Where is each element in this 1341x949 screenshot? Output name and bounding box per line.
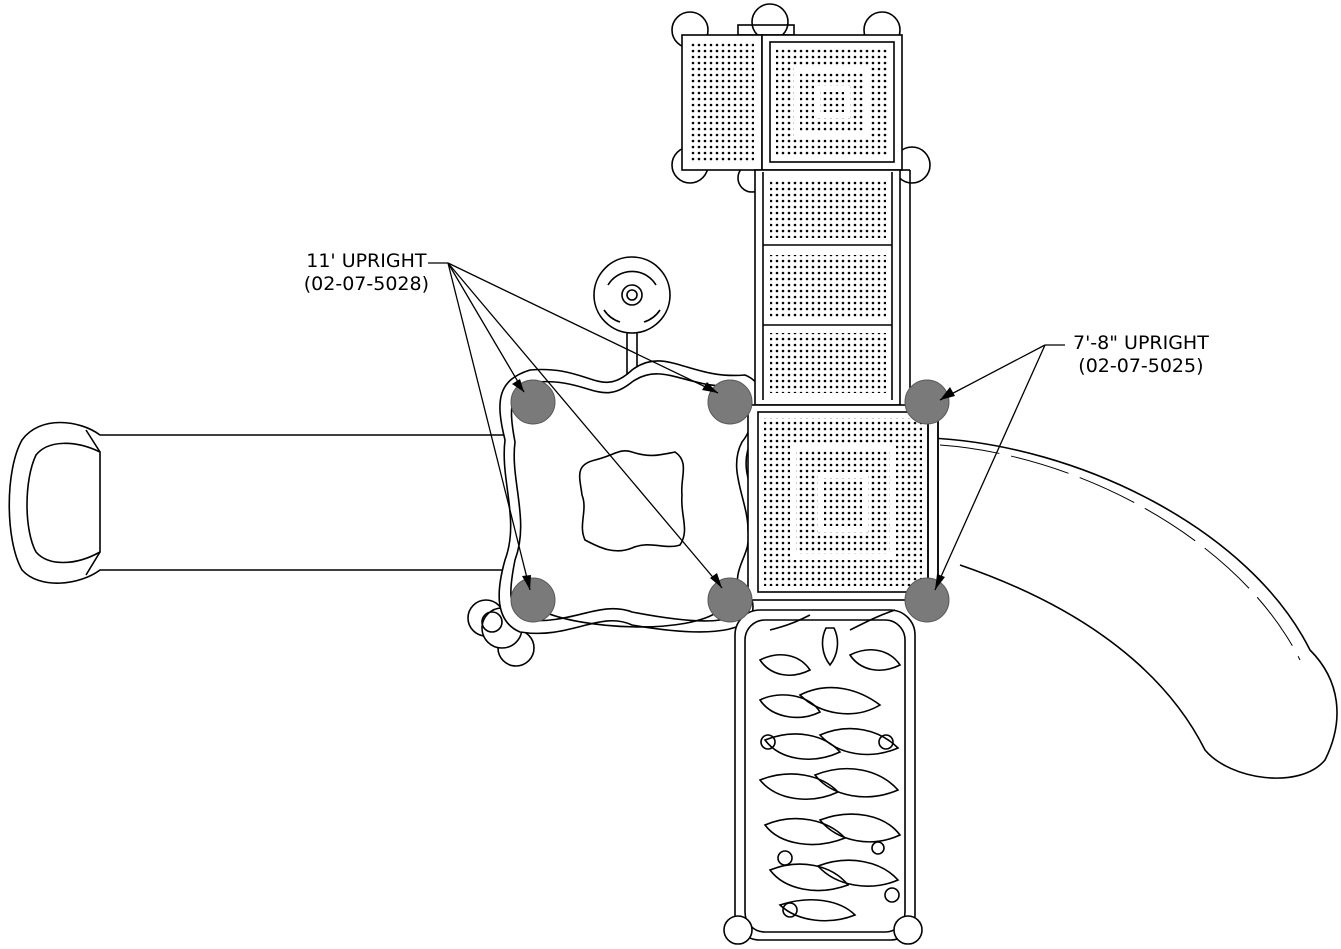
leaf-climber	[723, 609, 923, 945]
upright-11-part-number: (02-07-5028)	[303, 273, 429, 295]
upright-7-8-callout: 7'-8" UPRIGHT (02-07-5025)	[1073, 332, 1209, 378]
tube-slide-left	[8, 421, 520, 584]
upright-11-callout: 11' UPRIGHT (02-07-5028)	[304, 250, 429, 296]
upright-11-post	[510, 379, 556, 425]
upper-tower	[671, 3, 931, 193]
upright-7-8-post	[904, 379, 950, 425]
upright-7-8-label: 7'-8" UPRIGHT	[1073, 332, 1209, 354]
upright-11-label: 11' UPRIGHT	[306, 250, 427, 272]
side-attachment	[467, 599, 535, 667]
callout-leaders	[428, 262, 1065, 591]
upright-11-post	[510, 577, 556, 623]
upright-11-post	[707, 379, 753, 425]
square-deck	[747, 404, 939, 601]
upright-7-8-post	[904, 577, 950, 623]
upright-posts	[510, 379, 950, 623]
tower-panels	[754, 169, 911, 406]
upright-11-post	[707, 577, 753, 623]
steering-wheel	[593, 256, 671, 378]
curved-slide-right	[929, 437, 1338, 779]
upright-7-8-part-number: (02-07-5025)	[1078, 355, 1204, 377]
